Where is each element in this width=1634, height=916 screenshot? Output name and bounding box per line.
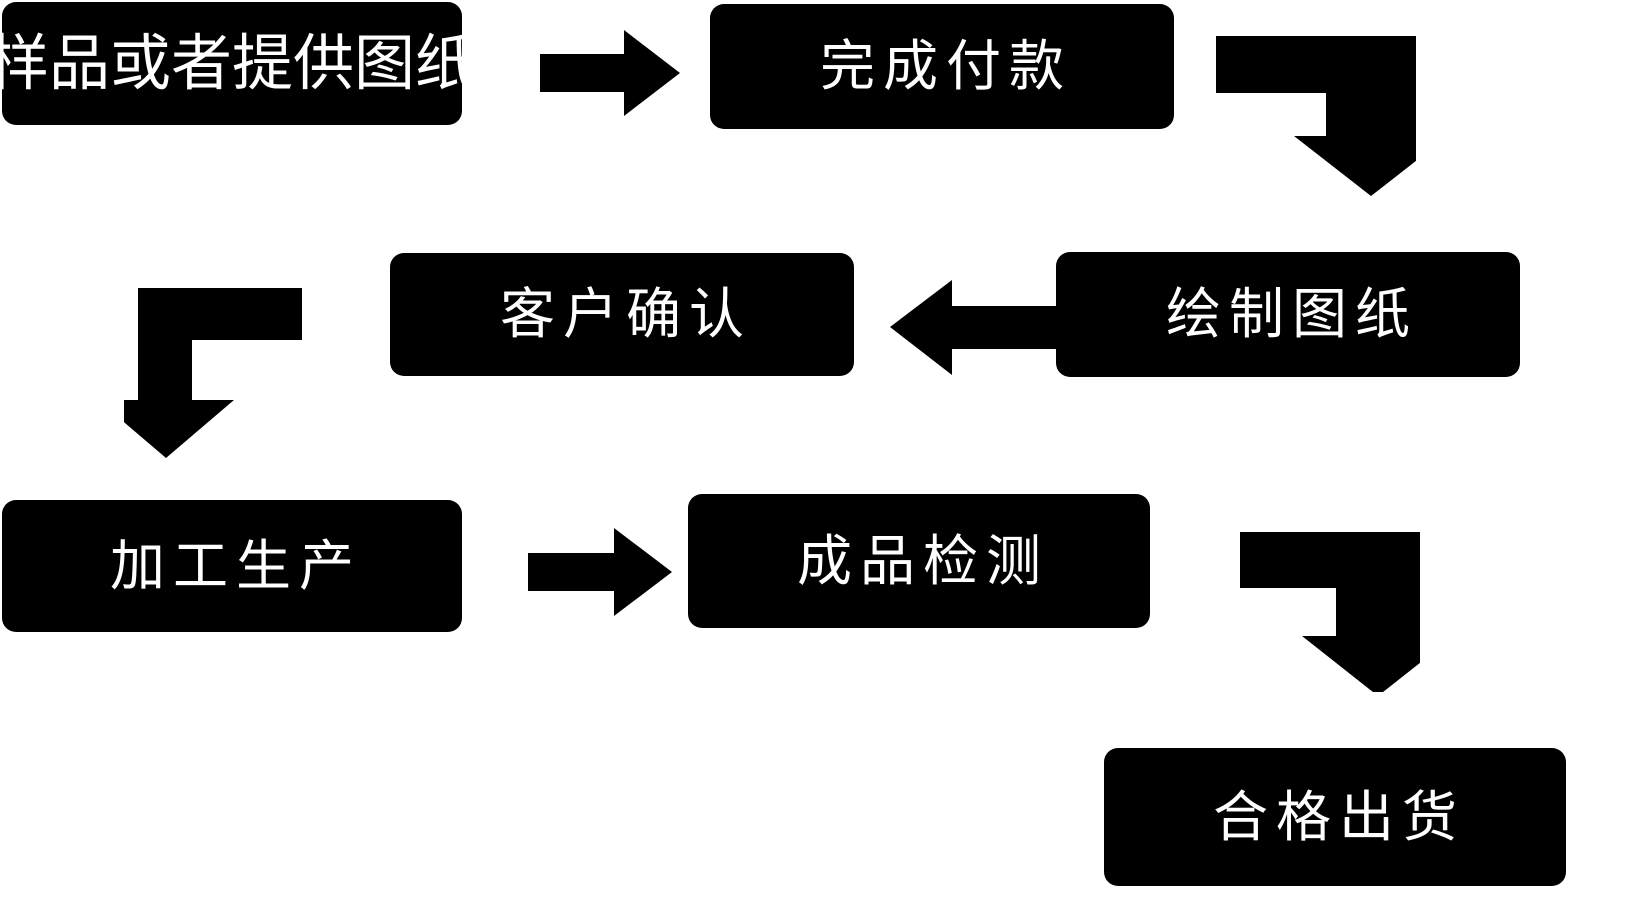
arrow-elbow-inspection-to-shipment: [1240, 532, 1420, 692]
arrow-left-drawing-to-confirm: [890, 280, 1066, 375]
flow-node-processing[interactable]: 加工生产: [2, 500, 462, 632]
flow-node-label: 样品或者提供图纸: [0, 29, 477, 97]
flow-node-draw-drawing[interactable]: 绘制图纸: [1056, 252, 1520, 377]
arrow-right-sample-to-payment: [540, 30, 680, 116]
flow-node-label: 合格出货: [1212, 785, 1465, 848]
flow-node-label: 完成付款: [819, 35, 1072, 97]
flow-node-product-inspection[interactable]: 成品检测: [688, 494, 1150, 628]
flow-node-label: 加工生产: [109, 534, 362, 597]
flow-node-label: 客户确认: [499, 283, 752, 345]
flow-node-sample-or-drawing[interactable]: 样品或者提供图纸: [0, 2, 476, 125]
arrow-right-processing-to-inspection: [528, 528, 672, 616]
flow-node-customer-confirm[interactable]: 客户确认: [390, 253, 854, 376]
flow-node-label: 绘制图纸: [1165, 283, 1418, 345]
flow-node-qualified-shipment[interactable]: 合格出货: [1104, 748, 1566, 886]
arrow-elbow-payment-to-drawing: [1216, 36, 1416, 196]
arrow-elbow-confirm-to-processing: [124, 288, 302, 458]
flow-node-label: 成品检测: [796, 529, 1049, 592]
flow-node-complete-payment[interactable]: 完成付款: [710, 4, 1174, 129]
